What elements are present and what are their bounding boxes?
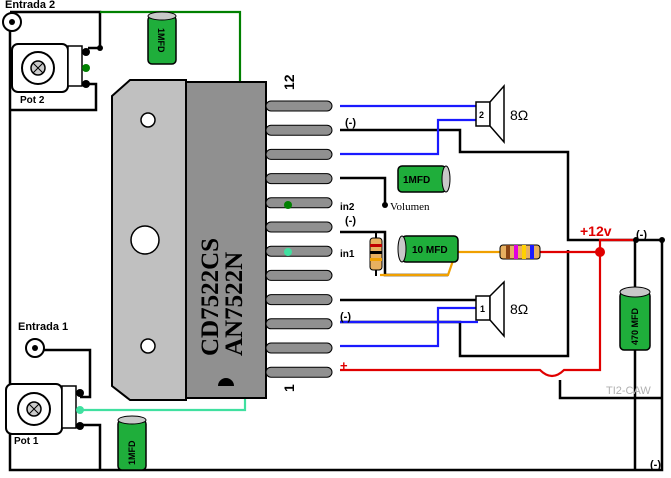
- ground-wires: [8, 10, 664, 472]
- ic-label-line2: AN7522N: [221, 252, 248, 356]
- pot2-label: Pot 2: [20, 95, 45, 106]
- pot-1[interactable]: [5, 383, 84, 435]
- resistor-vertical: [369, 232, 383, 276]
- ic-pin: [265, 245, 333, 257]
- ic-pin: [265, 221, 333, 233]
- cap-bottom-label: 1MFD: [127, 440, 137, 465]
- amplifier-ic: CD7522CS AN7522N: [111, 79, 267, 401]
- heatsink-hole-center: [130, 225, 160, 255]
- neg-label-2: (-): [345, 215, 356, 227]
- speaker-top-impedance: 8Ω: [510, 107, 528, 123]
- speaker-bottom-pin: 1: [480, 304, 485, 314]
- ic-pin: [265, 366, 333, 378]
- input-jack-1[interactable]: [25, 338, 45, 358]
- neg-label-3: (-): [340, 311, 351, 323]
- speaker-top-pin: 2: [479, 110, 484, 120]
- capacitor-10mfd: 10 MFD: [397, 235, 459, 263]
- orange-wire: [380, 250, 500, 277]
- ic-pin: [265, 100, 333, 112]
- heatsink-hole-bottom: [140, 338, 156, 354]
- supply-label: +12v: [580, 223, 612, 239]
- ic-pin: [265, 318, 333, 330]
- heatsink-hole-top: [140, 112, 156, 128]
- ic-pin: [265, 197, 333, 209]
- volumen-label: Volumen: [390, 201, 430, 213]
- cap-top-label: 1MFD: [156, 28, 166, 53]
- in2-label: in2: [340, 202, 355, 213]
- red-supply-wire-2: [598, 238, 636, 252]
- ic-pin: [265, 173, 333, 185]
- watermark: TI2-CAW: [606, 385, 651, 397]
- input-jack-2[interactable]: [2, 12, 22, 32]
- pin-1-label: 1: [281, 384, 297, 392]
- speaker-bottom-impedance: 8Ω: [510, 301, 528, 317]
- ic-pin: [265, 269, 333, 281]
- pot-2[interactable]: [11, 43, 90, 93]
- capacitor-volumen-1mfd: 1MFD: [397, 165, 451, 193]
- neg-label-4: (-): [636, 229, 647, 241]
- capacitor-470mfd: 470 MFD: [619, 286, 651, 351]
- cap-470-label: 470 MFD: [630, 307, 640, 345]
- capacitor-top-1mfd: 1MFD: [147, 11, 177, 65]
- red-supply-wire: [340, 250, 602, 378]
- pot1-label: Pot 1: [14, 436, 39, 447]
- speaker-bottom: 1: [475, 280, 505, 338]
- blue-speaker-bottom-neg: [340, 306, 478, 348]
- ic-notch: [218, 378, 234, 386]
- ic-body: [185, 81, 267, 399]
- entrada2-label: Entrada 2: [5, 0, 55, 11]
- pos-label: +: [340, 358, 348, 373]
- capacitor-bottom-1mfd: 1MFD: [117, 415, 147, 471]
- cap-vol-label: 1MFD: [403, 175, 430, 186]
- ic-pins: [265, 100, 333, 378]
- neg-label-1: (-): [345, 117, 356, 129]
- ic-label-line1: CD7522CS: [197, 238, 224, 356]
- ic-pin: [265, 148, 333, 160]
- ic-pin: [265, 124, 333, 136]
- entrada1-label: Entrada 1: [18, 321, 68, 333]
- cap-10-label: 10 MFD: [412, 245, 448, 256]
- neg-label-5: (-): [650, 459, 661, 471]
- blue-speaker-top-neg: [340, 118, 478, 156]
- ic-pin: [265, 294, 333, 306]
- resistor-horizontal: [499, 244, 541, 260]
- speaker-top: 2: [475, 84, 505, 144]
- junctions: [97, 45, 665, 257]
- in1-label: in1: [340, 249, 355, 260]
- ic-pin: [265, 342, 333, 354]
- pin-12-label: 12: [281, 74, 297, 90]
